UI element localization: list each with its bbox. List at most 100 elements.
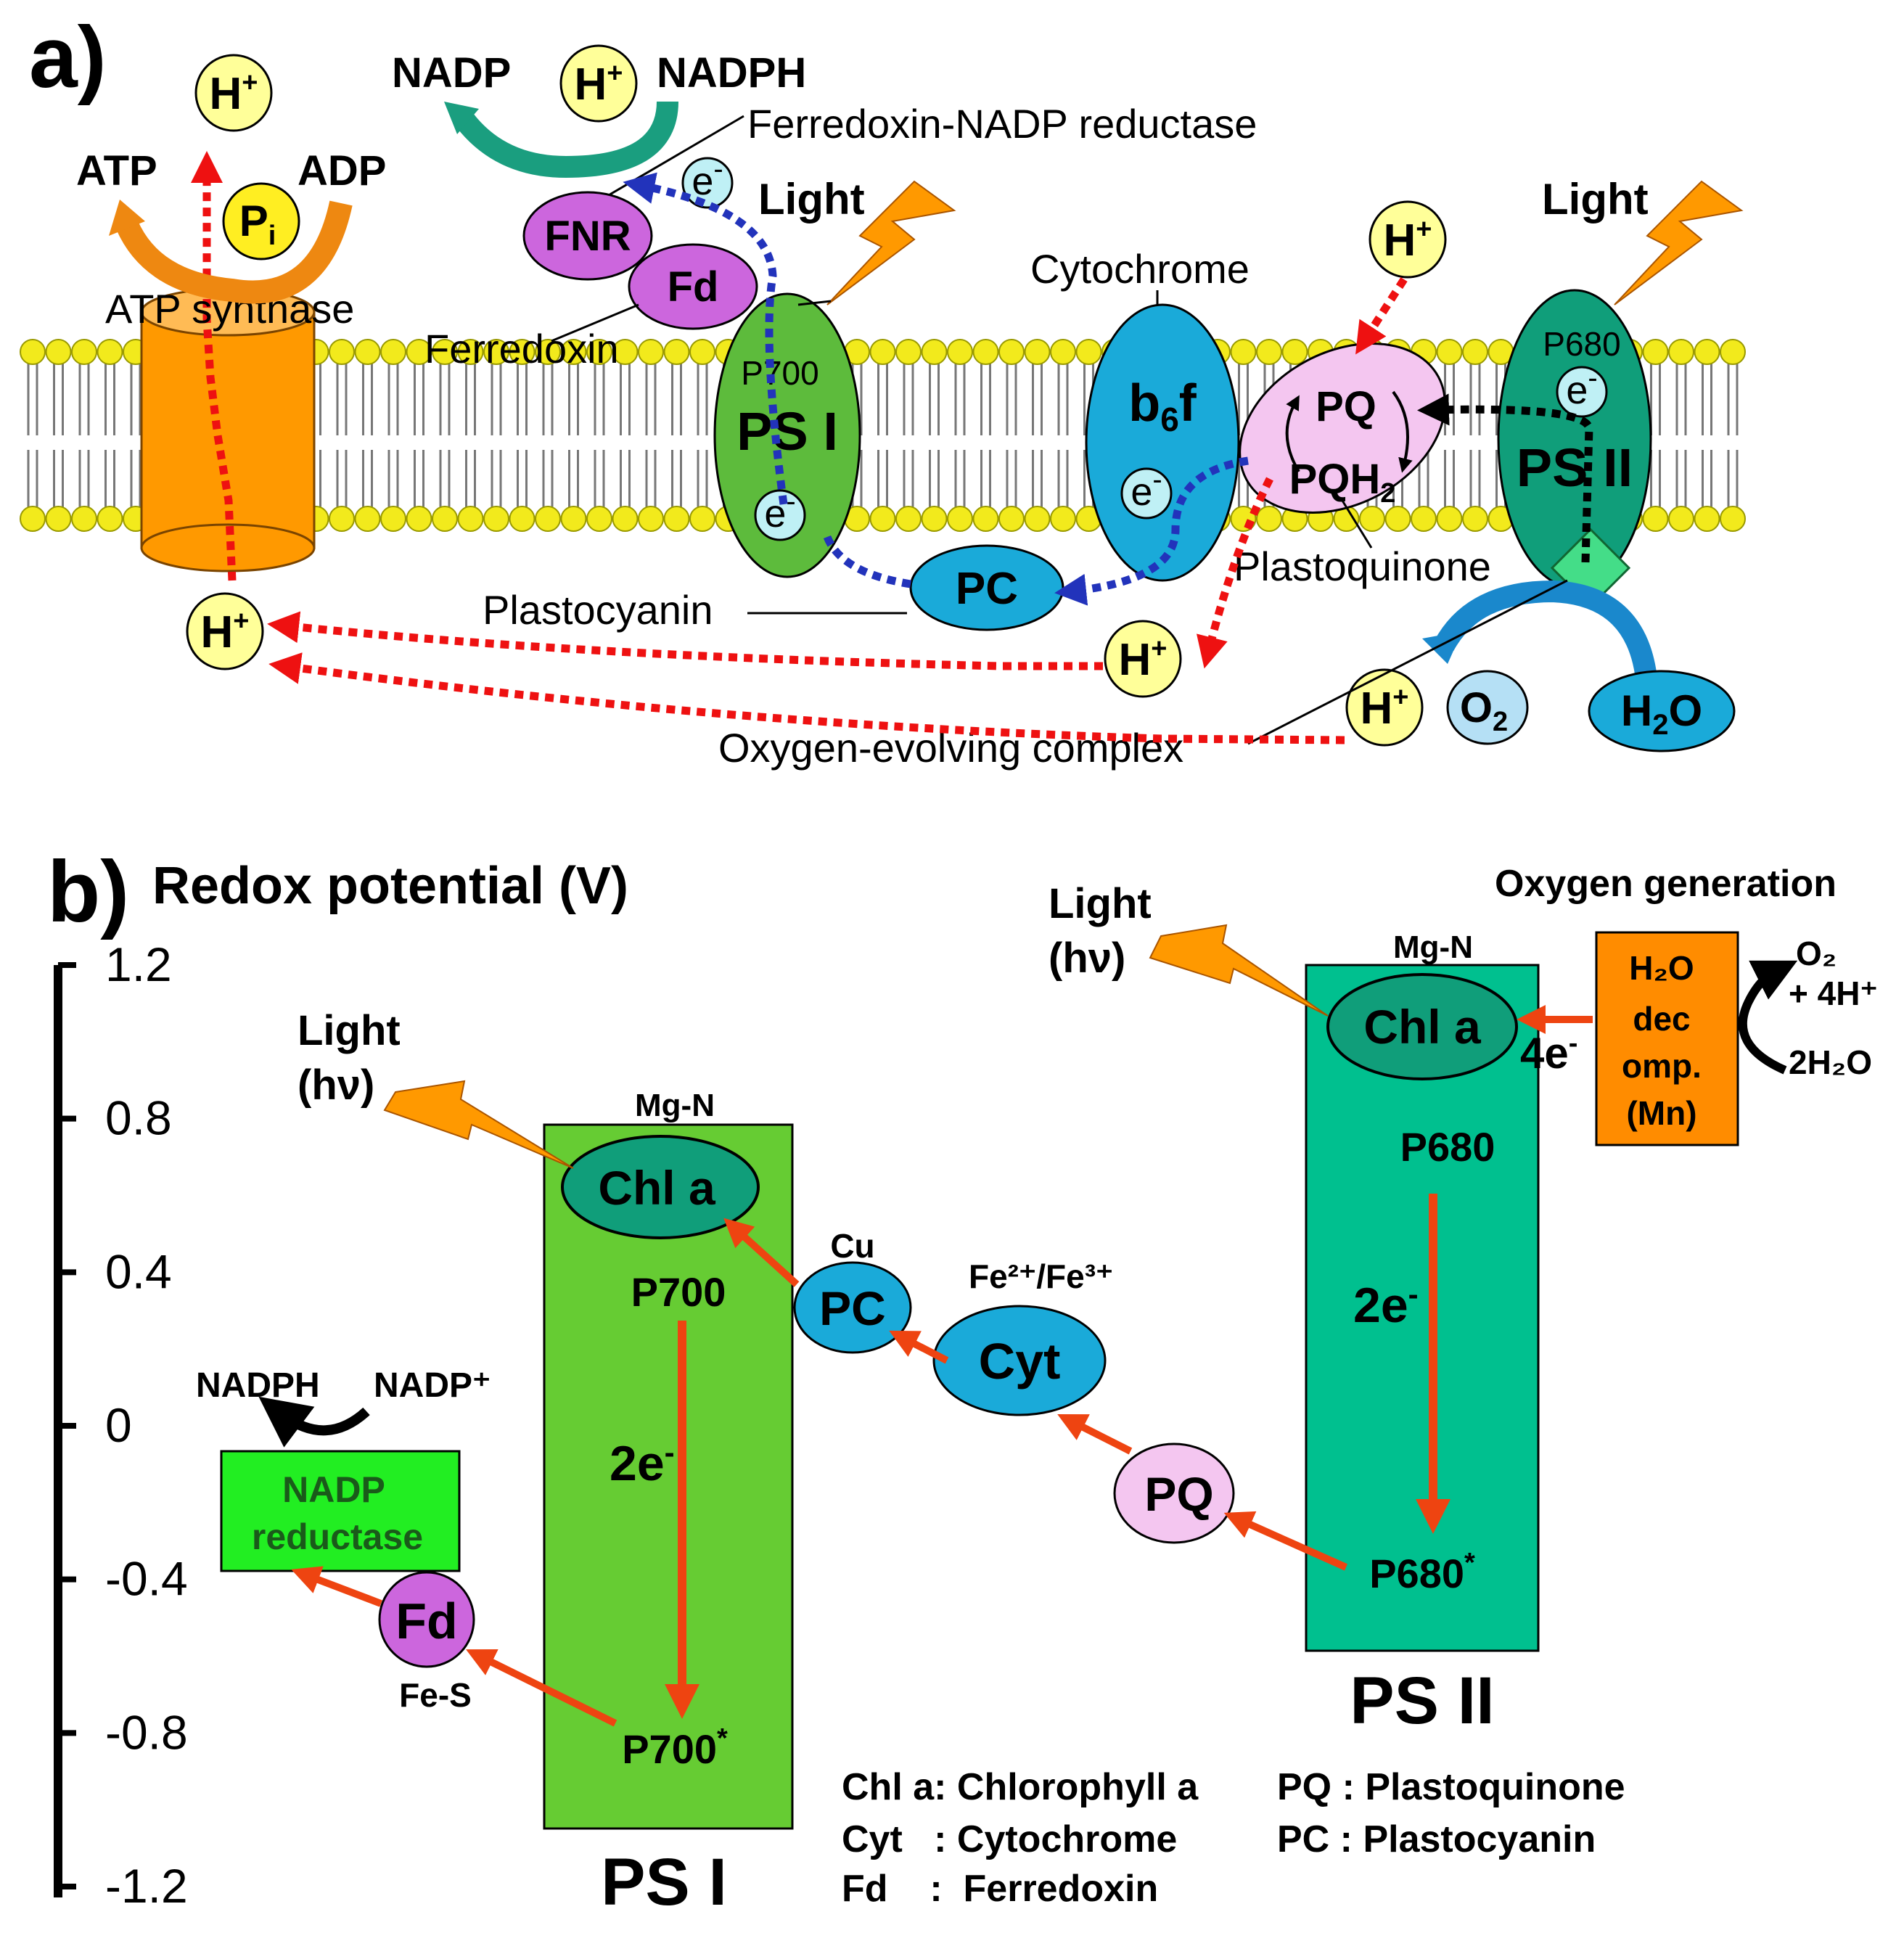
electron-b6f: e- xyxy=(1120,464,1173,520)
b6f-complex: b6f xyxy=(1085,303,1240,582)
lipid-head xyxy=(71,339,97,365)
cyt-node-b: Cyt xyxy=(932,1305,1107,1416)
light-ps1-b: Light xyxy=(298,1007,401,1054)
two-h2o-b: 2H₂O xyxy=(1789,1043,1872,1081)
lipid-head xyxy=(535,506,561,532)
water-split-arc xyxy=(1434,580,1658,687)
svg-text:FNR: FNR xyxy=(544,213,631,260)
lipid-head xyxy=(1462,339,1488,365)
lipid-head xyxy=(998,339,1025,365)
svg-text:H₂O: H₂O xyxy=(1629,949,1694,987)
plastoquinone-label: Plastoquinone xyxy=(1234,543,1491,589)
axis-tick-label: -0.4 xyxy=(105,1552,188,1606)
lipid-head xyxy=(45,339,72,365)
lipid-head xyxy=(663,339,690,365)
svg-text:PC: PC xyxy=(819,1281,886,1335)
light-label-ps1: Light xyxy=(758,175,865,223)
electron-path-ps2-pq xyxy=(1417,393,1593,563)
lipid-head xyxy=(380,506,406,532)
electron-path-pc-ps1 xyxy=(823,535,911,588)
svg-text:b6f: b6f xyxy=(1128,374,1197,438)
svg-text:PQH2: PQH2 xyxy=(1289,456,1396,509)
svg-text:dec: dec xyxy=(1633,1000,1690,1038)
axis-tick-label: 0.4 xyxy=(105,1244,172,1298)
svg-text:H+: H+ xyxy=(201,606,250,657)
svg-text:omp.: omp. xyxy=(1622,1047,1702,1085)
lipid-head xyxy=(1642,506,1669,532)
lightning-ps2 xyxy=(1614,180,1744,305)
ps1-complex: P700 PS I xyxy=(713,292,861,578)
adp-label: ADP xyxy=(298,147,386,194)
fd-node-b: Fd xyxy=(378,1571,475,1668)
lipid-head xyxy=(406,339,432,365)
lipid-head xyxy=(45,506,72,532)
lipid-head xyxy=(20,506,46,532)
p700-to-fd-arrow xyxy=(466,1649,617,1727)
lipid-head xyxy=(947,506,973,532)
lipid-head xyxy=(406,506,432,532)
o2-out-b: O₂ xyxy=(1796,935,1837,972)
svg-text:Fd: Fd xyxy=(668,263,719,311)
legend-pq: PQ : Plastoquinone xyxy=(1277,1766,1625,1808)
proton-pq-top: H+ xyxy=(1368,200,1447,279)
svg-text:H+: H+ xyxy=(1384,214,1432,266)
svg-text:PS II: PS II xyxy=(1517,438,1633,498)
p680-to-pq-arrow xyxy=(1223,1511,1348,1571)
pq-pool: PQ PQH2 xyxy=(1239,342,1446,514)
lipid-head xyxy=(1256,506,1282,532)
lipid-head xyxy=(560,506,587,532)
plus-4h-b: + 4H⁺ xyxy=(1789,974,1878,1012)
ps2-complex: P680 PS II xyxy=(1497,289,1652,589)
lipid-head xyxy=(612,506,639,532)
fe-label: Fe²⁺/Fe³⁺ xyxy=(969,1257,1113,1295)
axis-tick-label: 1.2 xyxy=(105,937,172,991)
lipid-head xyxy=(869,339,896,365)
ps2-chla: Chl a xyxy=(1326,973,1518,1080)
axis-tick-label: 0 xyxy=(105,1398,132,1452)
atp-synthase xyxy=(140,151,316,581)
proton-lumen-oec: H+ xyxy=(1345,668,1424,747)
legend-fd: Fd : Ferredoxin xyxy=(842,1868,1158,1910)
lipid-head xyxy=(663,506,690,532)
lipid-head xyxy=(638,339,664,365)
ps2-mgn: Mg-N xyxy=(1393,929,1473,965)
ps1-2e: 2e- xyxy=(610,1435,675,1491)
lipid-head xyxy=(1411,506,1437,532)
proton-path-pq-lumen xyxy=(1196,477,1273,669)
ps1-label: PS I xyxy=(601,1845,727,1919)
electron-path-ps1-fnr xyxy=(623,172,788,505)
proton-lumen-left: H+ xyxy=(186,592,264,670)
oec-label: Oxygen-evolving complex xyxy=(718,725,1183,771)
lipid-head xyxy=(20,339,46,365)
lipid-head xyxy=(1462,506,1488,532)
light-label-ps2: Light xyxy=(1542,175,1649,223)
lipid-head xyxy=(972,506,999,532)
lipid-head xyxy=(380,339,406,365)
lipid-head xyxy=(1075,339,1102,365)
lipid-head xyxy=(1642,339,1669,365)
atp-label: ATP xyxy=(76,147,157,194)
lipid-head xyxy=(1050,506,1076,532)
four-e-label: 4e- xyxy=(1520,1028,1577,1078)
legend-pc: PC : Plastocyanin xyxy=(1277,1818,1596,1860)
h2o-node: H2O xyxy=(1588,670,1736,752)
lipid-head xyxy=(1256,339,1282,365)
svg-text:Chl a: Chl a xyxy=(598,1161,716,1215)
lipid-head xyxy=(483,339,509,365)
lipid-head xyxy=(354,339,381,365)
proton-path-oec-left xyxy=(268,652,1345,744)
lipid-head xyxy=(1024,339,1051,365)
panel-b: b) Redox potential (V) 1.20.80.40-0.4-0.… xyxy=(47,843,1878,1919)
pc-node-b: PC xyxy=(793,1261,912,1354)
svg-text:e-: e- xyxy=(692,153,723,203)
panel-a-label: a) xyxy=(29,9,107,106)
lipid-head xyxy=(97,339,123,365)
svg-text:reductase: reductase xyxy=(252,1517,423,1557)
cyt-to-pc-arrow xyxy=(889,1330,949,1364)
lipid-head xyxy=(1230,339,1257,365)
pc-to-ps1-arrow xyxy=(723,1218,800,1287)
nadph-label-b: NADPH xyxy=(196,1366,320,1405)
nadp-label: NADP xyxy=(392,49,511,97)
fnr-full-label: Ferredoxin-NADP reductase xyxy=(747,101,1257,147)
lipid-head xyxy=(354,506,381,532)
